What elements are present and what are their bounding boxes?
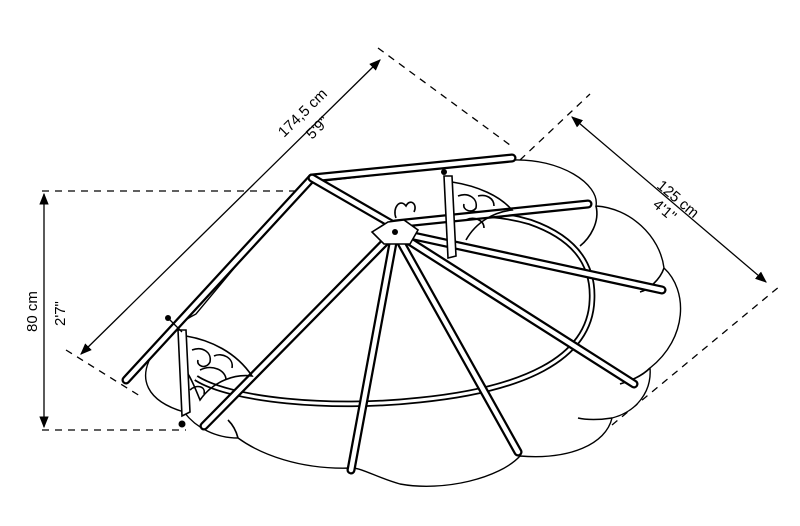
height-imperial-label: 2'7" [52,301,69,326]
right-decorative-bracket [441,169,514,260]
height-dimension: 80 cm 2'7" [24,192,69,429]
front-ring [194,210,596,408]
center-hub [370,201,420,245]
height-metric-label: 80 cm [24,291,41,332]
canopy-panel [145,159,682,487]
